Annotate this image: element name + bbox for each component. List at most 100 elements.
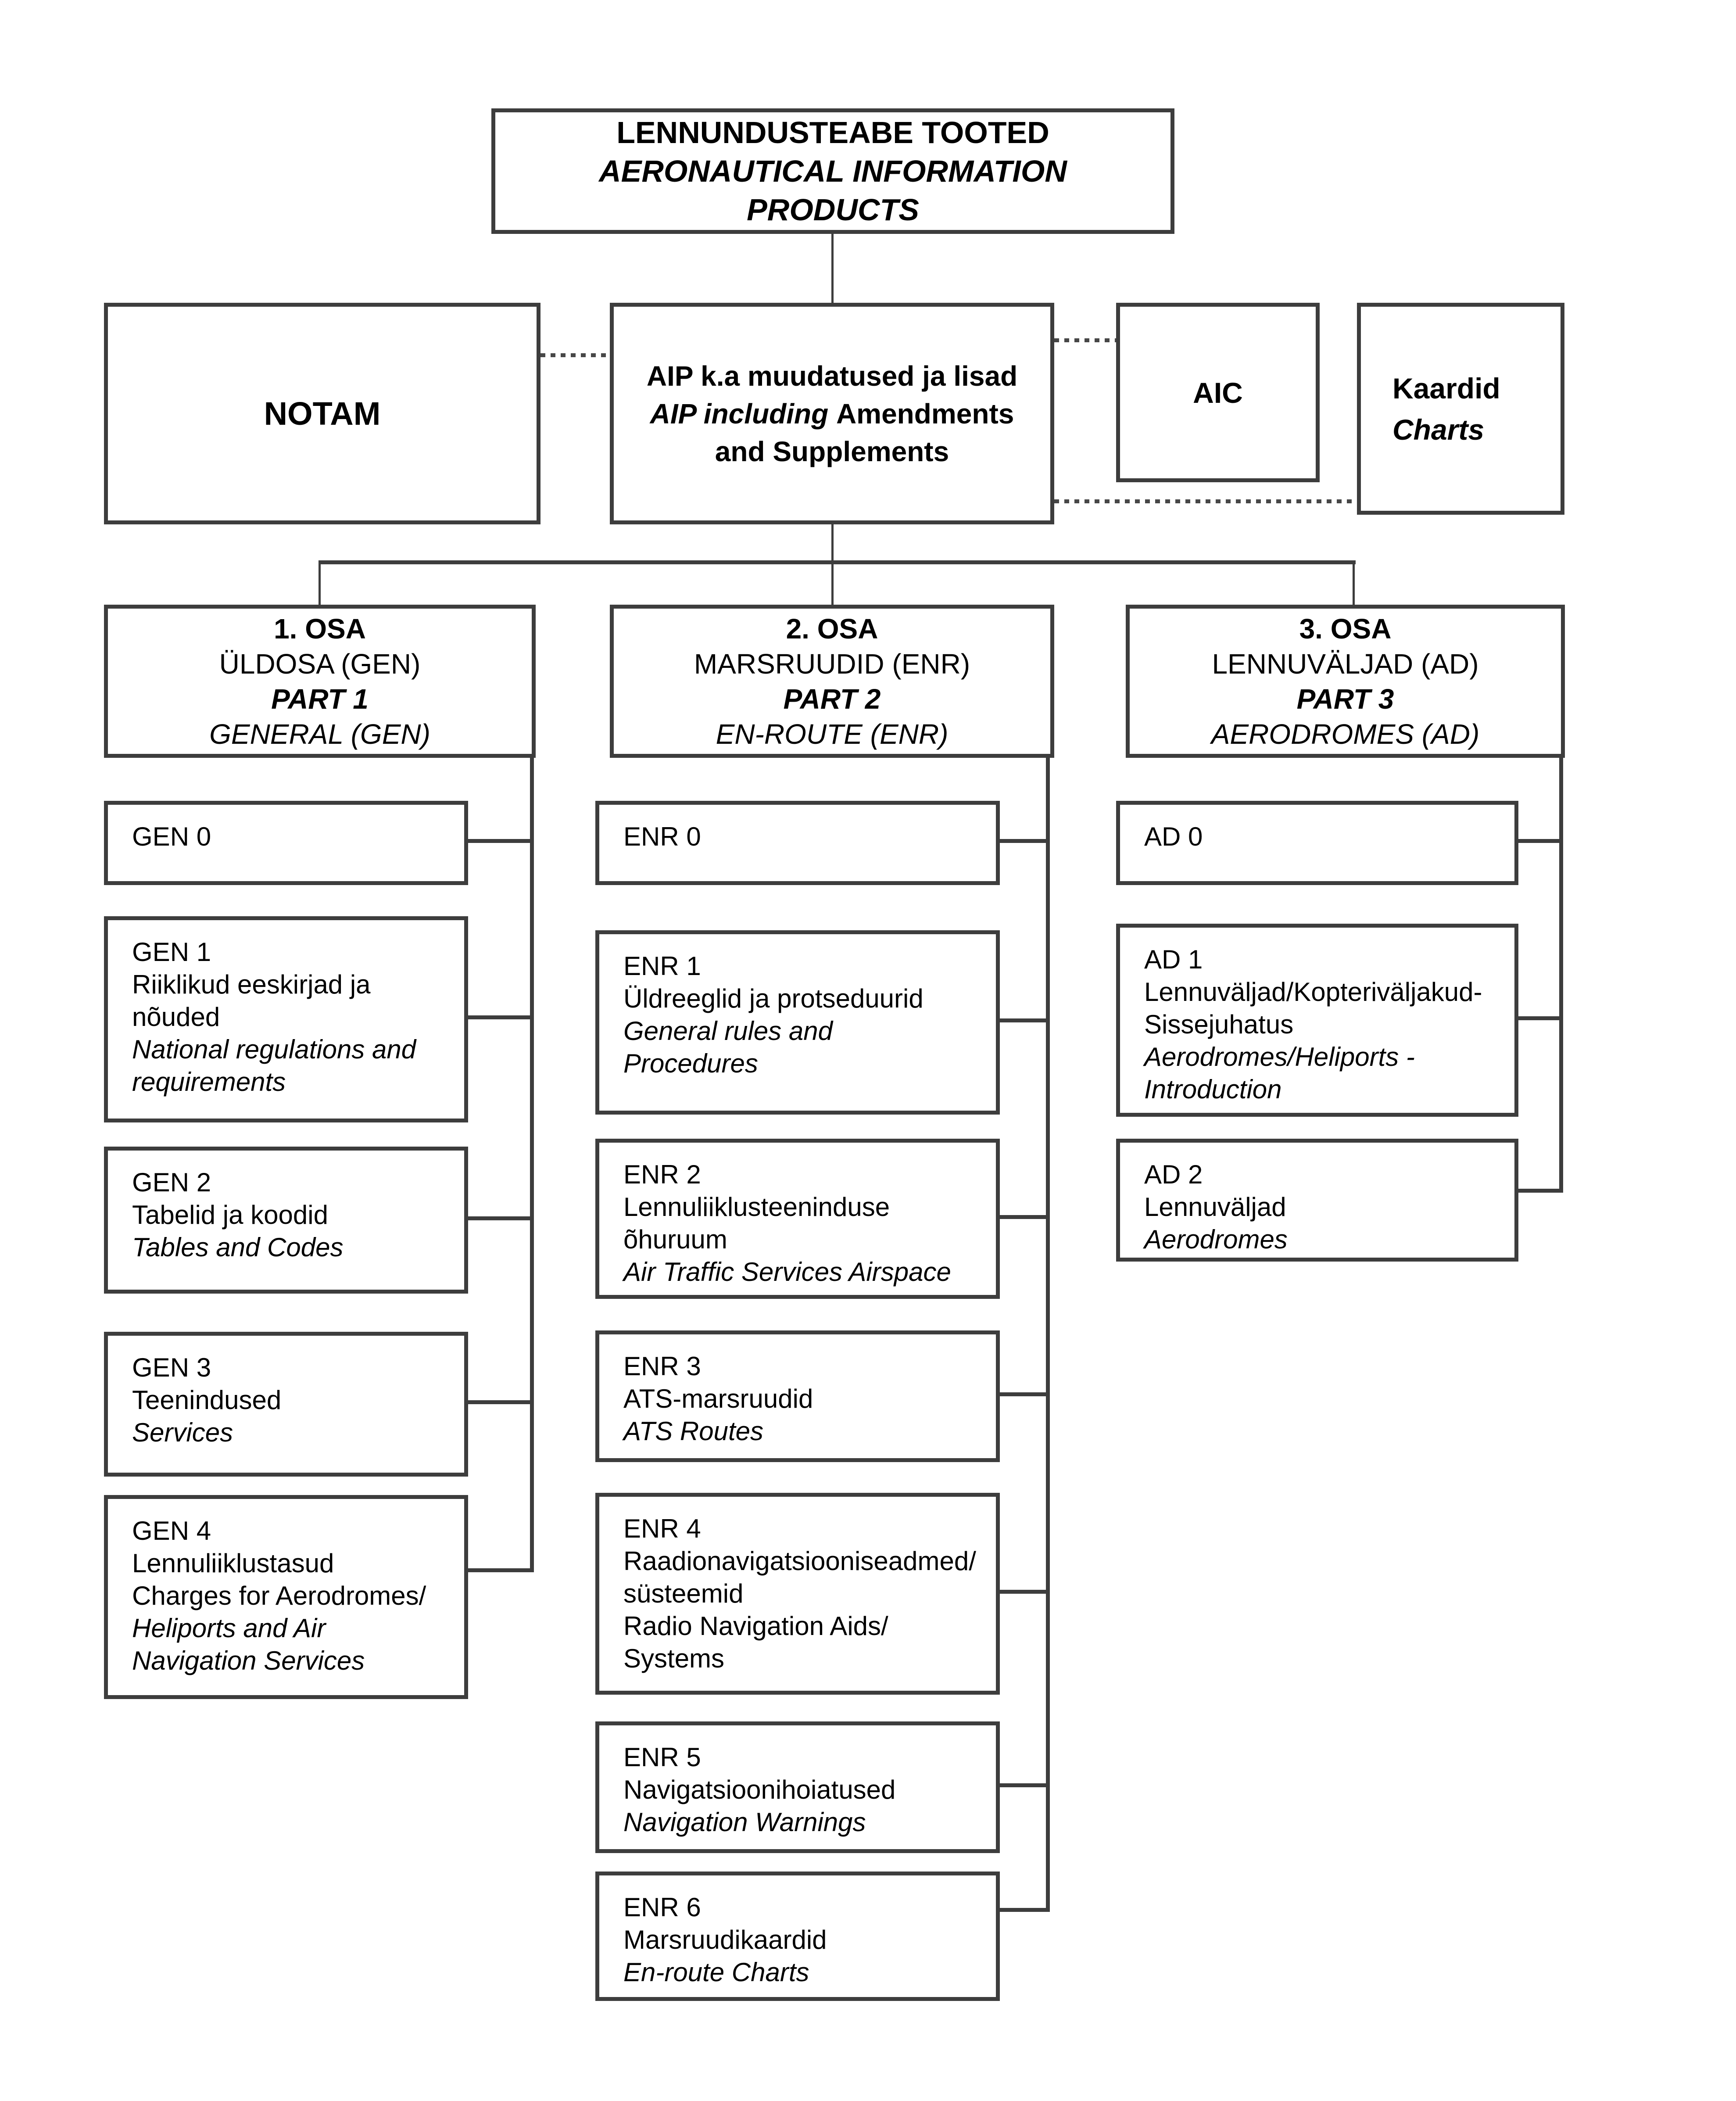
text-line: Lennuliiklusteeninduse [623, 1192, 890, 1222]
stub-enr5 [1000, 1783, 1050, 1787]
text-line: and Supplements [715, 435, 949, 467]
text-line: PART 1 [271, 683, 369, 715]
text-line: PRODUCTS [747, 193, 919, 227]
text-line: Charges for Aerodromes/ [132, 1581, 426, 1610]
text-line: Raadionavigatsiooniseadmed/ [623, 1546, 976, 1576]
text-line: Sissejuhatus [1144, 1010, 1294, 1039]
dashed-connector-aip-charts [1054, 499, 1357, 503]
text-line: Üldreeglid ja protseduurid [623, 984, 923, 1013]
enr-column-line [1046, 758, 1050, 1912]
text-line: ÜLDOSA (GEN) [219, 648, 421, 680]
stub-enr4 [1000, 1590, 1050, 1594]
stub-gen4 [468, 1568, 534, 1572]
text-line: AIC [1193, 376, 1243, 409]
text-line: ATS Routes [623, 1416, 764, 1446]
text-line: Lennuliiklustasud [132, 1549, 334, 1578]
text-line: Riiklikud eeskirjad ja [132, 970, 371, 999]
text-line: ENR 2 [623, 1160, 701, 1189]
ad-column-line [1559, 758, 1563, 1193]
stub-enr1 [1000, 1018, 1050, 1022]
text-line: ENR 3 [623, 1352, 701, 1381]
text-line: Navigatsioonihoiatused [623, 1775, 896, 1804]
stub-gen2 [468, 1216, 534, 1220]
enr0-box: ENR 0 [595, 801, 1000, 885]
text-line: Radio Navigation Aids/ [623, 1611, 888, 1641]
text-line: nõuded [132, 1002, 220, 1032]
text-line: 2. OSA [786, 613, 878, 645]
stub-ad2 [1518, 1189, 1563, 1193]
text-line: PART 3 [1296, 683, 1394, 715]
connector-drop-part3 [1353, 560, 1355, 605]
text-line: GENERAL (GEN) [209, 718, 430, 750]
connector-drop-part2 [831, 564, 834, 605]
text-line: süsteemid [623, 1579, 744, 1608]
text-line: AERODROMES (AD) [1211, 718, 1480, 750]
text-line: NOTAM [264, 395, 381, 432]
dashed-connector-notam-aip [540, 353, 610, 357]
text-line: Kaardid [1392, 372, 1500, 405]
text-line: requirements [132, 1067, 286, 1097]
text-line: MARSRUUDID (ENR) [694, 648, 970, 680]
distribution-bar [319, 560, 1356, 564]
text-line: En-route Charts [623, 1958, 809, 1987]
text-line: AD 0 [1144, 822, 1203, 851]
text-line: LENNUNDUSTEABE TOOTED [616, 115, 1049, 150]
text-line: Marsruudikaardid [623, 1925, 827, 1954]
stub-ad0 [1518, 839, 1563, 843]
connector-title-to-aip [831, 234, 834, 303]
gen0-box: GEN 0 [104, 801, 468, 885]
text-line: Teenindused [132, 1385, 282, 1415]
text-line: AD 1 [1144, 945, 1203, 974]
text-line: 1. OSA [274, 613, 366, 645]
enr4-box: ENR 4 Raadionavigatsiooniseadmed/süsteemi… [595, 1493, 1000, 1695]
text-line: Lennuväljad [1144, 1192, 1286, 1222]
stub-enr2 [1000, 1215, 1050, 1219]
text-line: GEN 2 [132, 1168, 211, 1197]
text-line: Lennuväljad/Kopteriväljakud- [1144, 977, 1482, 1007]
text-line: ENR 5 [623, 1742, 701, 1772]
text-line: AIP k.a muudatused ja lisad [646, 360, 1018, 392]
text-line: AD 2 [1144, 1160, 1203, 1189]
gen-column-line [530, 758, 534, 1572]
text-line: AIP including Amendments [650, 398, 1014, 430]
text-line: AERONAUTICAL INFORMATION [599, 154, 1067, 188]
text-line: Heliports and Air [132, 1613, 326, 1643]
text-line: GEN 4 [132, 1516, 211, 1545]
text-line: Tables and Codes [132, 1233, 344, 1262]
text-line: ATS-marsruudid [623, 1384, 813, 1413]
ad0-box: AD 0 [1116, 801, 1518, 885]
text-line: ENR 6 [623, 1893, 701, 1922]
stub-gen3 [468, 1400, 534, 1404]
text-line: PART 2 [783, 683, 881, 715]
text-line: General rules and [623, 1016, 833, 1046]
text-line: ENR 1 [623, 951, 701, 981]
text-line: GEN 3 [132, 1353, 211, 1382]
text-line: GEN 1 [132, 937, 211, 967]
stub-gen0 [468, 839, 534, 843]
text-line: ENR 4 [623, 1514, 701, 1543]
stub-enr0 [1000, 839, 1050, 843]
text-line: Aerodromes/Heliports - [1144, 1042, 1415, 1072]
aic-box: AIC [1116, 303, 1320, 482]
title-box: LENNUNDUSTEABE TOOTED AERONAUTICAL INFORM… [491, 108, 1174, 234]
text-line: õhuruum [623, 1225, 727, 1254]
text-line: ENR 0 [623, 822, 701, 851]
stub-gen1 [468, 1015, 534, 1019]
stub-ad1 [1518, 1016, 1563, 1020]
dashed-connector-aip-aic [1054, 338, 1116, 342]
stub-enr3 [1000, 1392, 1050, 1396]
connector-drop-part1 [319, 560, 321, 605]
